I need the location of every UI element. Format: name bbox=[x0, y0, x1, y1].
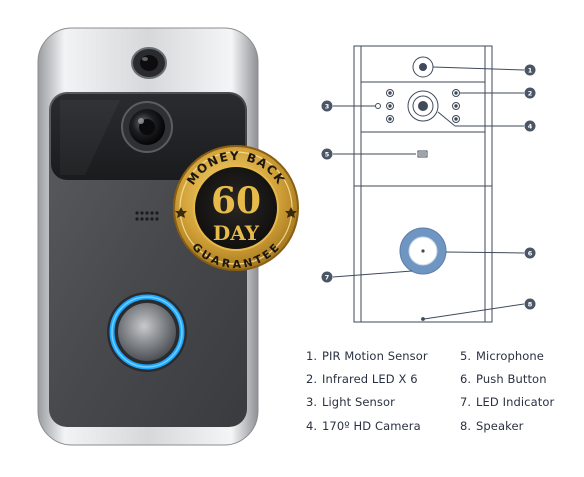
legend-item-6: 6. Push Button bbox=[460, 372, 547, 386]
legend-label: PIR Motion Sensor bbox=[322, 349, 428, 363]
microphone-holes-icon bbox=[135, 211, 159, 221]
legend-num: 7. bbox=[460, 395, 472, 409]
svg-text:1: 1 bbox=[528, 67, 533, 75]
pir-sensor-icon bbox=[131, 47, 167, 79]
legend-item-5: 5. Microphone bbox=[460, 349, 544, 363]
legend-label: LED Indicator bbox=[476, 395, 555, 409]
svg-text:4: 4 bbox=[528, 123, 533, 131]
svg-text:8: 8 bbox=[528, 301, 533, 309]
legend-item-4: 4. 170º HD Camera bbox=[306, 419, 421, 433]
legend-label: 170º HD Camera bbox=[322, 419, 421, 433]
legend-label: Light Sensor bbox=[322, 395, 395, 409]
camera-lens-icon bbox=[121, 101, 173, 153]
legend-num: 4. bbox=[306, 419, 318, 433]
legend-label: Speaker bbox=[476, 419, 524, 433]
legend-item-2: 2. Infrared LED X 6 bbox=[306, 372, 418, 386]
legend-num: 1. bbox=[306, 349, 318, 363]
diagram-push-button bbox=[399, 227, 447, 275]
legend-num: 2. bbox=[306, 372, 318, 386]
legend-item-8: 8. Speaker bbox=[460, 419, 523, 433]
legend-num: 3. bbox=[306, 395, 318, 409]
diagram-camera bbox=[407, 90, 439, 122]
legend-item-1: 1. PIR Motion Sensor bbox=[306, 349, 428, 363]
legend-item-7: 7. LED Indicator bbox=[460, 395, 554, 409]
legend-item-3: 3. Light Sensor bbox=[306, 395, 395, 409]
callout-markers: 1 2 3 4 5 6 7 8 bbox=[321, 64, 536, 310]
badge-day-word: DAY bbox=[213, 221, 260, 245]
diagram-microphone bbox=[417, 150, 428, 158]
legend-num: 5. bbox=[460, 349, 472, 363]
doorbell-photo bbox=[37, 27, 259, 446]
callout-3: 3 bbox=[321, 100, 333, 112]
svg-text:2: 2 bbox=[528, 90, 533, 98]
callout-7: 7 bbox=[321, 271, 333, 283]
svg-text:5: 5 bbox=[325, 151, 330, 159]
svg-text:6: 6 bbox=[528, 250, 533, 258]
diagram-camera-module bbox=[360, 81, 486, 133]
legend-label: Push Button bbox=[476, 372, 547, 386]
callout-6: 6 bbox=[524, 247, 536, 259]
legend-num: 6. bbox=[460, 372, 472, 386]
svg-text:7: 7 bbox=[325, 274, 330, 282]
diagram-ir-leds bbox=[386, 89, 460, 123]
legend-label: Microphone bbox=[476, 349, 544, 363]
callout-1: 1 bbox=[524, 64, 536, 76]
badge-number: 60 bbox=[211, 180, 261, 222]
svg-text:3: 3 bbox=[325, 103, 330, 111]
callout-5: 5 bbox=[321, 148, 333, 160]
technical-drawing bbox=[332, 45, 525, 323]
callout-8: 8 bbox=[524, 298, 536, 310]
diagram-light-sensor bbox=[375, 103, 381, 109]
callout-4: 4 bbox=[524, 120, 536, 132]
legend-num: 8. bbox=[460, 419, 472, 433]
legend-label: Infrared LED X 6 bbox=[322, 372, 418, 386]
push-button-icon bbox=[107, 292, 187, 372]
callout-2: 2 bbox=[524, 87, 536, 99]
money-back-badge: MONEY BACK GUARANTEE 60 DAY bbox=[173, 145, 299, 271]
